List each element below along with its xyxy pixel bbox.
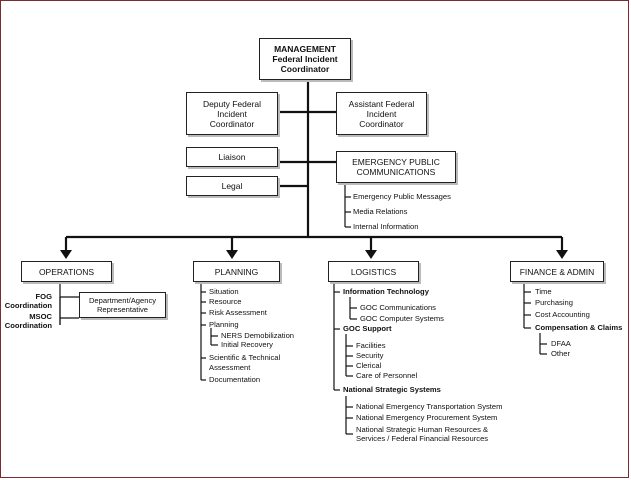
finance-item: DFAA: [551, 339, 571, 348]
epc-item: Internal Information: [353, 222, 419, 231]
dept-line-1: Department/Agency: [88, 296, 157, 305]
planning-title: PLANNING: [214, 266, 259, 277]
logistics-item: GOC Computer Systems: [360, 314, 444, 323]
planning-sub-item: Initial Recovery: [221, 340, 273, 349]
epc-box: EMERGENCY PUBLIC COMMUNICATIONS: [336, 151, 456, 183]
assistant-line-2: Incident: [366, 108, 397, 119]
operations-title: OPERATIONS: [38, 266, 95, 277]
deputy-box: Deputy Federal Incident Coordinator: [186, 92, 278, 135]
logistics-group: GOC Support: [343, 324, 392, 333]
epc-line-2: COMMUNICATIONS: [356, 167, 436, 177]
planning-item: Assessment: [209, 363, 251, 372]
finance-title: FINANCE & ADMIN: [519, 266, 595, 277]
finance-box: FINANCE & ADMIN: [510, 261, 604, 282]
deputy-line-3: Coordinator: [209, 118, 255, 129]
liaison-label: Liaison: [218, 152, 246, 162]
logistics-item: Clerical: [356, 361, 382, 370]
deputy-line-1: Deputy Federal: [202, 98, 262, 109]
planning-item: Resource: [209, 297, 242, 306]
planning-item: Scientific & Technical: [209, 353, 281, 362]
legal-label: Legal: [221, 181, 243, 191]
logistics-group: Information Technology: [343, 287, 429, 296]
management-box: MANAGEMENT Federal Incident Coordinator: [259, 38, 351, 80]
dept-line-2: Representative: [96, 305, 149, 314]
logistics-group: National Strategic Systems: [343, 385, 441, 394]
ops-label: MSOC: [29, 312, 52, 321]
epc-item: Emergency Public Messages: [353, 192, 451, 201]
planning-item: Risk Assessment: [209, 308, 267, 317]
planning-sub-item: NERS Demobilization: [221, 331, 295, 340]
logistics-item: GOC Communications: [360, 303, 436, 312]
planning-item: Situation: [209, 287, 239, 296]
dept-agency-box: Department/Agency Representative: [79, 292, 166, 318]
legal-box: Legal: [186, 176, 278, 196]
ops-label: Coordination: [4, 301, 52, 310]
management-line-3: Coordinator: [280, 64, 330, 74]
operations-box: OPERATIONS: [21, 261, 112, 282]
finance-item: Purchasing: [535, 298, 573, 307]
logistics-item: Care of Personnel: [356, 371, 418, 380]
management-line-2: Federal Incident: [272, 54, 338, 64]
assistant-box: Assistant Federal Incident Coordinator: [336, 92, 427, 135]
ops-label: FOG: [35, 292, 52, 301]
planning-item: Planning: [209, 320, 239, 329]
logistics-item: National Strategic Human Resources &: [356, 425, 489, 434]
finance-group: Compensation & Claims: [535, 323, 623, 332]
logistics-item: National Emergency Transportation System: [356, 402, 503, 411]
epc-item: Media Relations: [353, 207, 408, 216]
logistics-title: LOGISTICS: [350, 266, 397, 277]
logistics-box: LOGISTICS: [328, 261, 419, 282]
logistics-item: National Emergency Procurement System: [356, 413, 498, 422]
planning-box: PLANNING: [193, 261, 280, 282]
epc-line-1: EMERGENCY PUBLIC: [352, 157, 440, 167]
liaison-box: Liaison: [186, 147, 278, 167]
planning-item: Documentation: [209, 375, 261, 384]
deputy-line-2: Incident: [217, 108, 247, 119]
assistant-line-3: Coordinator: [359, 118, 404, 129]
finance-item: Other: [551, 349, 570, 358]
ops-label: Coordination: [4, 321, 52, 330]
management-line-1: MANAGEMENT: [274, 44, 336, 54]
finance-item: Cost Accounting: [535, 310, 590, 319]
logistics-item: Services / Federal Financial Resources: [356, 434, 489, 443]
assistant-line-1: Assistant Federal: [348, 98, 415, 109]
finance-item: Time: [535, 287, 552, 296]
logistics-item: Facilities: [356, 341, 386, 350]
logistics-item: Security: [356, 351, 384, 360]
